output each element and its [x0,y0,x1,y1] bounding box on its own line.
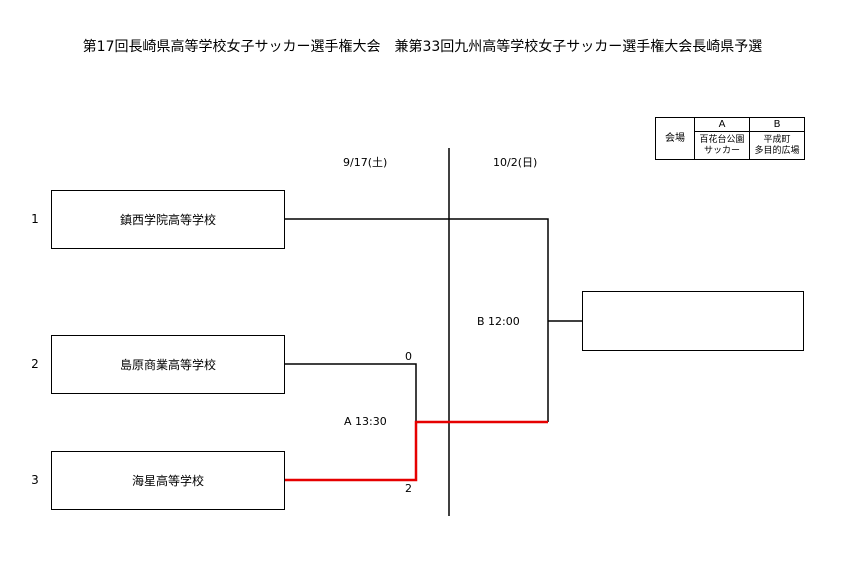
page-title: 第17回長崎県高等学校女子サッカー選手権大会 兼第33回九州高等学校女子サッカー… [82,39,763,55]
semi-venue-time: A 13:30 [344,415,387,428]
semi-score-bottom: 2 [405,482,412,495]
venue-name-b: 平成町 多目的広場 [749,131,805,160]
winner-line [284,420,548,482]
seed-2: 2 [31,357,39,371]
team1-line [284,218,549,422]
team-box-3: 海星高等学校 [51,451,285,510]
date-final: 10/2(日) [493,156,538,169]
venue-table: 会場 A B 百花台公園 サッカー 平成町 多目的広場 [655,117,805,160]
final-venue-time: B 12:00 [477,315,520,328]
venue-name-b-line1: 平成町 [763,134,791,145]
team-name-2: 島原商業高等学校 [119,358,216,372]
date-round1: 9/17(土) [343,156,388,169]
champion-box [582,291,804,351]
team-box-1: 鎮西学院高等学校 [51,190,285,249]
team-name-1: 鎮西学院高等学校 [119,213,216,227]
venue-name-b-line2: 多目的広場 [754,145,800,156]
venue-name-a-line2: サッカー [703,145,740,156]
team2-line [284,363,417,422]
venue-name-a-line1: 百花台公園 [699,134,745,145]
team-name-3: 海星高等学校 [131,474,204,488]
seed-3: 3 [31,473,39,487]
seed-1: 1 [31,212,39,226]
team-box-2: 島原商業高等学校 [51,335,285,394]
semi-score-top: 0 [405,350,412,363]
